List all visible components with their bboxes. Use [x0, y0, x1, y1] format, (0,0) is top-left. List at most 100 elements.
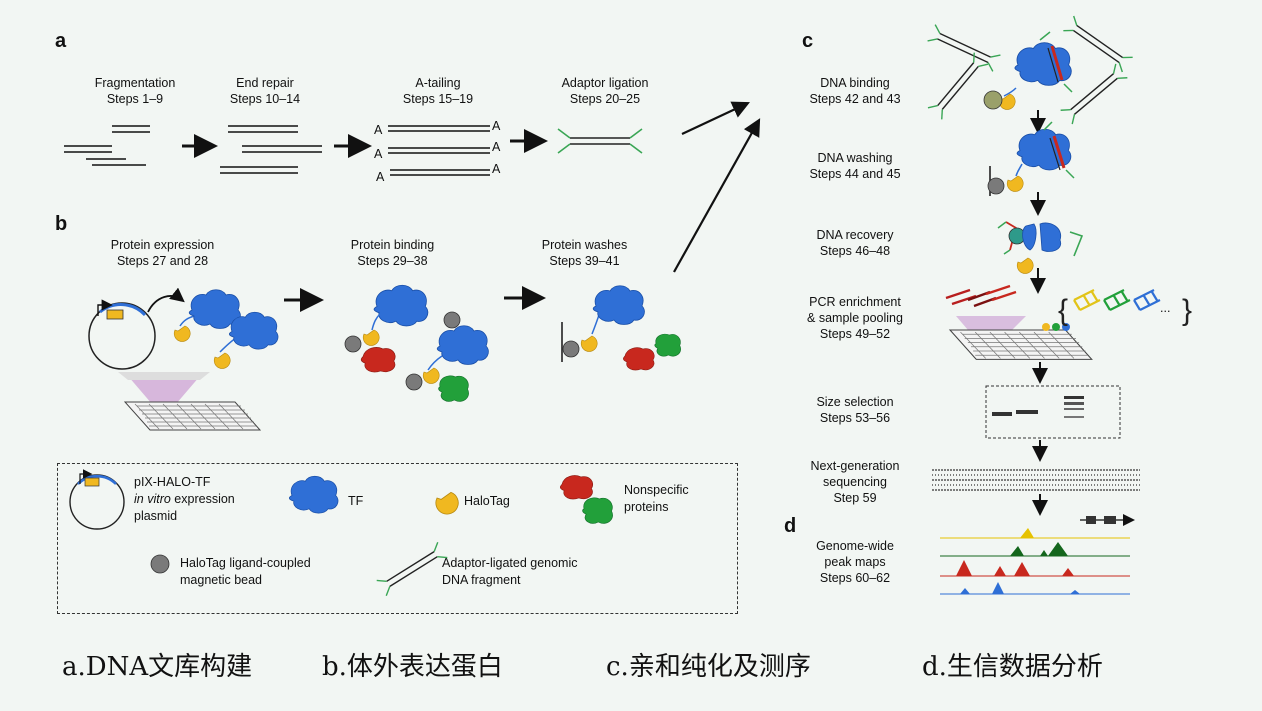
legend-fragment-icon: [376, 541, 448, 597]
a-tail-right-3: A: [492, 162, 501, 176]
a-tailing-lines: [388, 125, 490, 176]
step-range: Steps 39–41: [549, 254, 620, 268]
legend-nonspecific-label: Nonspecific proteins: [624, 482, 689, 516]
pcr-illustration: { }: [945, 284, 1192, 360]
step-pcr-enrichment: PCR enrichment & sample pooling Steps 49…: [790, 294, 920, 342]
expressed-protein-1: [173, 289, 241, 342]
step-name: Adaptor ligation: [561, 76, 649, 90]
legend-bead-icon: [150, 554, 170, 574]
panel-c-arrows: [1030, 110, 1048, 516]
step-line2: peak maps: [824, 555, 886, 569]
step-name: A-tailing: [415, 76, 461, 90]
legend-tf-label: TF: [348, 494, 364, 508]
step-line1: Genome-wide: [816, 539, 894, 553]
step-line3: Steps 60–62: [819, 571, 891, 585]
step-line3: Step 59: [833, 491, 877, 505]
step-range: Steps 27 and 28: [116, 254, 209, 268]
step-line1: DNA binding: [820, 76, 890, 90]
step-a-tailing: A-tailing Steps 15–19: [383, 75, 493, 107]
legend-halotag-icon: [435, 491, 459, 515]
expressed-protein-2: [213, 311, 279, 369]
legend-plasmid-italic: in vitro: [134, 492, 171, 506]
legend-plasmid-icon: [69, 469, 125, 530]
step-line2: Steps 42 and 43: [809, 92, 901, 106]
step-protein-washes: Protein washes Steps 39–41: [522, 237, 647, 269]
expression-plasmid-icon: [88, 299, 156, 370]
sequencing-reads: [932, 469, 1140, 491]
legend-plasmid-line1: pIX-HALO-TF: [134, 475, 211, 489]
step-line1: PCR enrichment: [809, 295, 901, 309]
step-sequencing: Next-generation sequencing Step 59: [790, 458, 920, 506]
step-dna-recovery: DNA recovery Steps 46–48: [790, 227, 920, 259]
legend-plasmid-line2: in vitro expression: [134, 491, 235, 508]
legend-green-protein-icon: [582, 497, 613, 524]
step-adaptor-ligation: Adaptor ligation Steps 20–25: [545, 75, 665, 107]
step-line1: Next-generation: [810, 459, 900, 473]
step-fragmentation: Fragmentation Steps 1–9: [80, 75, 190, 107]
legend-halotag-label: HaloTag: [464, 494, 510, 508]
dna-washing-illustration: [987, 121, 1075, 196]
step-line2: & sample pooling: [807, 311, 903, 325]
step-protein-binding: Protein binding Steps 29–38: [330, 237, 455, 269]
a-tail-right-2: A: [492, 140, 501, 154]
caption-c: c.亲和纯化及测序: [606, 652, 811, 682]
panel-a-arrows: [182, 129, 548, 158]
caption-b: b.体外表达蛋白: [322, 652, 503, 682]
step-protein-expression: Protein expression Steps 27 and 28: [100, 237, 225, 269]
legend-fragment-label: Adaptor-ligated genomic DNA fragment: [442, 555, 578, 589]
step-range: Steps 15–19: [402, 92, 474, 106]
step-line2: Steps 44 and 45: [809, 167, 901, 181]
protein-plate-icon: [118, 372, 261, 431]
sequence-ellipsis: ...: [1160, 301, 1171, 315]
merge-arrows: [673, 101, 761, 273]
step-line3: Steps 49–52: [819, 327, 891, 341]
step-range: Steps 1–9: [106, 92, 164, 106]
panel-label-a: a: [55, 30, 67, 52]
a-tail-right-1: A: [492, 119, 501, 133]
step-peak-maps: Genome-wide peak maps Steps 60–62: [790, 538, 920, 586]
step-name: Protein expression: [110, 238, 215, 252]
step-line1: DNA washing: [817, 151, 893, 165]
step-line2: Steps 53–56: [819, 411, 891, 425]
step-name: End repair: [236, 76, 294, 90]
legend-nonspecific-line1: Nonspecific: [624, 483, 689, 497]
step-dna-washing: DNA washing Steps 44 and 45: [790, 150, 920, 182]
legend-fragment-line2: DNA fragment: [442, 573, 521, 587]
svg-text:{: {: [1058, 294, 1068, 327]
step-range: Steps 10–14: [229, 92, 301, 106]
dna-recovery-illustration: [997, 221, 1084, 274]
legend-tf-icon: [288, 475, 339, 514]
legend-bead-line2: magnetic bead: [180, 573, 263, 587]
washed-complex: [561, 285, 681, 371]
end-repair-lines: [220, 125, 322, 174]
legend-bead-label: HaloTag ligand-coupled magnetic bead: [180, 555, 311, 589]
peak-maps: [940, 514, 1135, 595]
a-tail-left-2: A: [374, 147, 383, 161]
size-selection-gel: [985, 385, 1121, 439]
legend-plasmid-line3: plasmid: [134, 509, 178, 523]
step-size-selection: Size selection Steps 53–56: [790, 394, 920, 426]
panel-label-d: d: [784, 515, 797, 537]
step-line2: sequencing: [823, 475, 887, 489]
adaptor-ligated-fragment: [557, 128, 643, 154]
legend-plasmid-rest: expression: [170, 492, 235, 506]
step-name: Protein washes: [541, 238, 628, 252]
step-range: Steps 29–38: [357, 254, 428, 268]
legend-red-protein-icon: [559, 475, 594, 500]
step-name: Fragmentation: [94, 76, 176, 90]
step-dna-binding: DNA binding Steps 42 and 43: [790, 75, 920, 107]
step-line1: DNA recovery: [816, 228, 894, 242]
binding-mixture: [344, 284, 489, 402]
svg-text:}: }: [1182, 294, 1192, 327]
legend-box: [57, 463, 738, 614]
expression-curved-arrow: [147, 287, 185, 313]
legend-fragment-line1: Adaptor-ligated genomic: [442, 556, 578, 570]
panel-label-c: c: [802, 30, 814, 52]
legend-plasmid-label: pIX-HALO-TF in vitro expression plasmid: [134, 474, 235, 525]
step-line2: Steps 46–48: [819, 244, 891, 258]
step-end-repair: End repair Steps 10–14: [210, 75, 320, 107]
step-name: Protein binding: [350, 238, 435, 252]
legend-bead-line1: HaloTag ligand-coupled: [180, 556, 311, 570]
legend-nonspecific-line2: proteins: [624, 500, 669, 514]
